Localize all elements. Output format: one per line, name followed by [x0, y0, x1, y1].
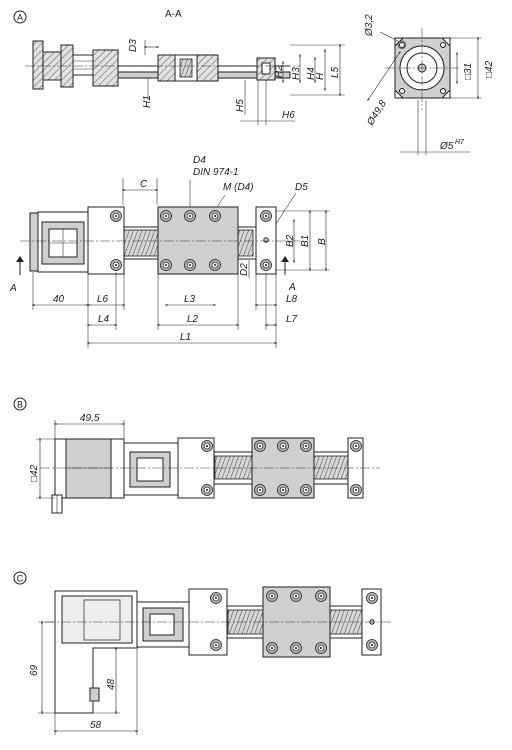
- dim-69: 69: [29, 664, 40, 676]
- dim-sq-31: □31: [463, 63, 474, 80]
- dim-h4: H4: [306, 67, 317, 80]
- plan-view: D4 DIN 974-1 M (D4) D5 C: [9, 155, 330, 348]
- dim-h5: H5: [235, 99, 246, 112]
- dim-d3: D3: [128, 39, 139, 52]
- dim-48: 48: [106, 678, 117, 690]
- callout-c: C: [140, 179, 148, 190]
- dim-l7: L7: [286, 314, 298, 325]
- dim-phi-5: Ø5: [439, 141, 454, 152]
- dim-b1: B1: [300, 235, 311, 247]
- dim-l8: L8: [286, 294, 298, 305]
- dim-l5: H6: [282, 110, 295, 121]
- dim-l2: L2: [187, 314, 199, 325]
- callout-m-d4: M (D4): [223, 182, 254, 193]
- dim-58: 58: [90, 720, 102, 731]
- dim-h6: H: [315, 72, 326, 80]
- view-a-marker-circle: [13, 10, 27, 24]
- dim-phi-3-2: Ø3,2: [364, 14, 375, 37]
- dim-l4: L4: [98, 314, 110, 325]
- dim-h1: H1: [142, 95, 153, 108]
- dim-d2: D2: [239, 263, 250, 276]
- view-b-marker: B: [17, 400, 23, 410]
- section-title: A-A: [165, 9, 182, 20]
- view-c-marker: C: [17, 574, 24, 584]
- view-a: A A-A D3: [9, 9, 495, 348]
- dim-l1: L1: [180, 332, 191, 343]
- dim-h3: H3: [291, 67, 302, 80]
- view-c: C 69 48: [13, 571, 392, 735]
- section-arrow-left: A: [9, 283, 17, 294]
- section-arrow-right: A: [288, 282, 296, 293]
- dim-l3: L3: [184, 294, 196, 305]
- dim-phi-49-8: Ø49,8: [365, 98, 390, 128]
- callout-d5: D5: [295, 182, 308, 193]
- callout-din-974-1: DIN 974-1: [193, 167, 239, 178]
- section-a-a: A-A D3 H1: [25, 9, 345, 125]
- dim-h7: H7: [455, 139, 465, 146]
- view-a-marker: A: [17, 13, 23, 23]
- dim-sq-42-b: □42: [29, 464, 40, 482]
- view-c-marker-circle: [13, 571, 27, 585]
- view-b-marker-circle: [13, 397, 27, 411]
- end-view: Ø3,2 □31 □42 Ø49,8 Ø5 H7: [364, 14, 495, 155]
- dim-b2: B2: [285, 234, 296, 247]
- dim-b: B: [317, 238, 328, 245]
- dim-sq-42: □42: [484, 60, 495, 78]
- dim-49-5: 49,5: [80, 413, 100, 424]
- dim-l6: L6: [97, 294, 109, 305]
- callout-d4: D4: [193, 155, 206, 166]
- dim-h2: H2: [274, 65, 285, 78]
- dim-40: 40: [53, 294, 65, 305]
- view-b: B 49,5 □42: [13, 397, 380, 514]
- dim-h: L5: [330, 66, 341, 78]
